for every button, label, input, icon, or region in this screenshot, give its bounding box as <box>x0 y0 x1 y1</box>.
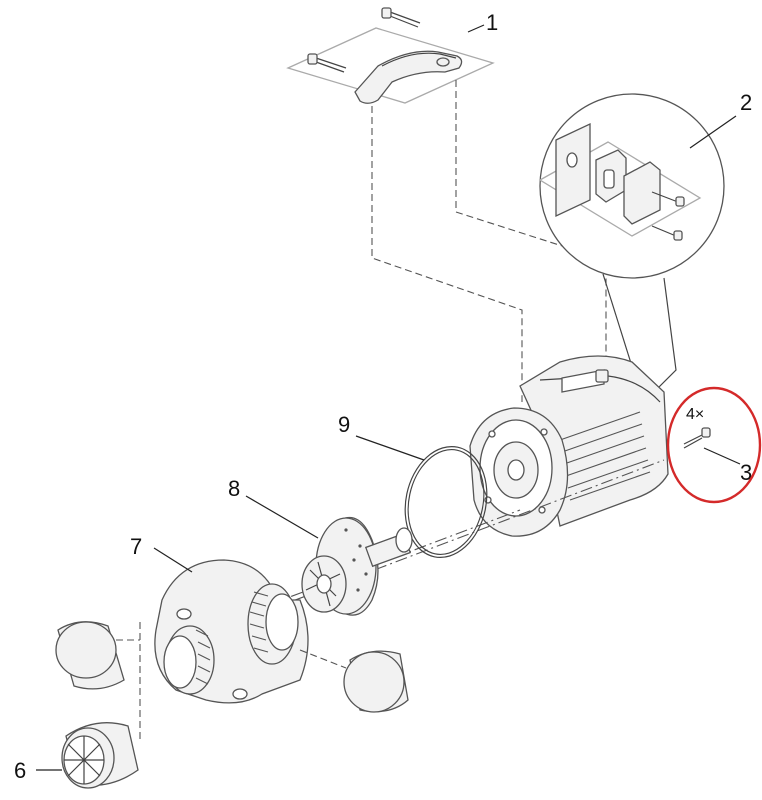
callout-7: 7 <box>130 534 193 573</box>
callout-6: 6 <box>14 758 62 783</box>
assembly-line <box>299 649 347 669</box>
o-ring <box>404 445 488 559</box>
cable-clamp <box>623 161 661 225</box>
assembly-line <box>371 106 523 402</box>
blanking-cap <box>343 650 409 713</box>
handle-assembly <box>286 7 495 104</box>
screw <box>381 7 421 28</box>
shaft <box>507 459 525 481</box>
handle-mount <box>595 369 609 383</box>
part-number-9: 9 <box>338 412 350 437</box>
detail-view-2 <box>538 93 725 393</box>
part-number-7: 7 <box>130 534 142 559</box>
callout-1: 1 <box>467 10 498 35</box>
motor-housing <box>469 355 669 537</box>
screw <box>651 225 683 241</box>
callout-3: 3 <box>703 447 752 485</box>
screw <box>651 191 685 207</box>
screw <box>307 53 347 73</box>
handle <box>354 50 463 104</box>
assembly-line <box>455 80 607 376</box>
callout-9: 9 <box>338 412 425 461</box>
assembly-axis <box>189 459 665 641</box>
inlet-strainer <box>61 722 139 789</box>
highlight-circle <box>666 386 762 504</box>
screws-4x: 4× <box>683 406 711 449</box>
callout-8: 8 <box>228 476 319 539</box>
part-number-1: 1 <box>486 10 498 35</box>
outlet-port <box>265 593 299 651</box>
impeller <box>301 516 413 616</box>
handle-socket <box>436 57 450 67</box>
part-number-6: 6 <box>14 758 26 783</box>
cooling-fins <box>559 411 651 501</box>
part-number-8: 8 <box>228 476 240 501</box>
callout-2: 2 <box>689 90 752 149</box>
pump-housing <box>154 559 309 704</box>
inlet-port <box>163 635 197 689</box>
cooling-slot <box>561 369 605 393</box>
mount-plate <box>555 122 591 218</box>
assembly-axis <box>249 509 521 613</box>
quantity-label: 4× <box>686 406 704 423</box>
part-number-3: 3 <box>740 460 752 485</box>
part-number-2: 2 <box>740 90 752 115</box>
blanking-cap <box>55 621 125 690</box>
